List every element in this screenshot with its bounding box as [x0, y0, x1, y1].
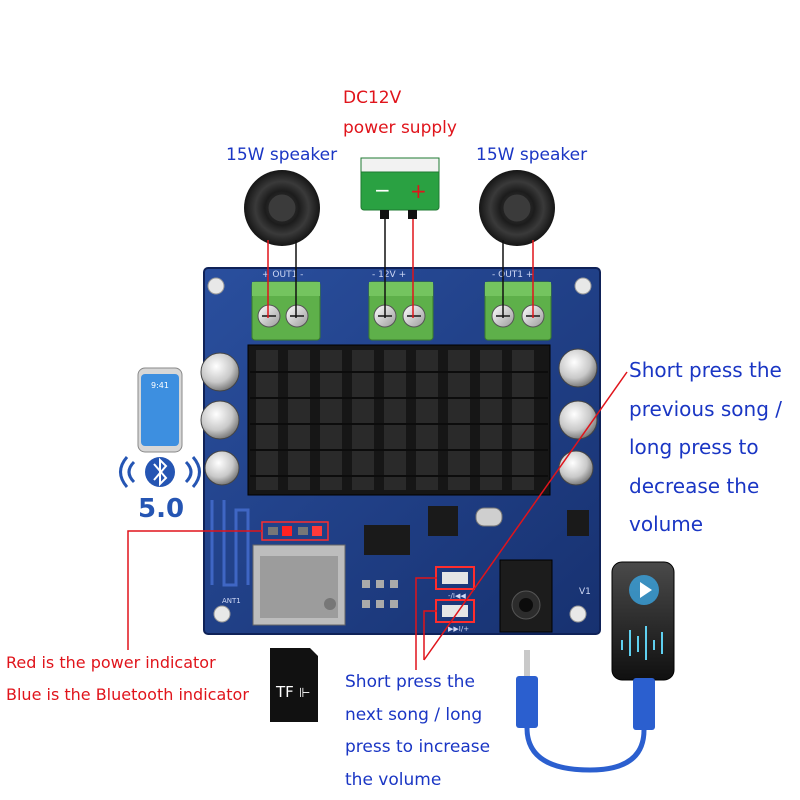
music-player	[611, 561, 675, 681]
caption-line: previous song /	[629, 396, 782, 421]
silk-out-left: + OUT1 -	[262, 270, 303, 280]
mounting-hole	[207, 277, 225, 295]
caption-line: Short press the	[345, 672, 475, 692]
caption-line: volume	[629, 512, 704, 536]
phone-time: 9:41	[151, 381, 169, 390]
heatsink-fin	[384, 350, 406, 490]
caption-line: next song / long	[345, 704, 483, 725]
silk-out-right: - OUT1 +	[492, 270, 533, 280]
heatsink-fin	[288, 350, 310, 490]
blue-indicator-caption: Blue is the Bluetooth indicator	[6, 685, 249, 704]
caption-line: Short press the	[629, 358, 782, 382]
heatsink-fin	[352, 350, 374, 490]
capacitors-right	[558, 348, 598, 486]
heatsink-fin	[480, 350, 502, 490]
heatsink-fin	[416, 350, 438, 490]
amplifier-board: + OUT1 - - 12V + - OUT1 +	[200, 267, 601, 635]
callout-lines	[127, 371, 628, 670]
antenna-trace	[210, 500, 250, 587]
speaker-right-label: 15W speaker	[476, 145, 588, 165]
tf-card-label: TF	[275, 683, 294, 701]
tf-card-slot	[252, 544, 346, 626]
chips	[362, 506, 589, 608]
silk-ant: ANT1	[222, 597, 241, 605]
caption-line: long press to	[629, 435, 759, 459]
bluetooth-icon	[119, 456, 201, 488]
speaker-left-label: 15W speaker	[226, 145, 338, 165]
heatsink-fin	[512, 350, 534, 490]
terminal-block-right	[484, 281, 552, 341]
heatsink-fin	[256, 350, 278, 490]
phone-illustration: 9:41	[137, 367, 183, 453]
audio-jack	[499, 559, 553, 633]
speaker-left	[244, 170, 320, 246]
battery-plus: +	[410, 179, 427, 203]
red-indicator-caption: Red is the power indicator	[6, 653, 216, 672]
mounting-hole	[569, 605, 587, 623]
caption-line: decrease the	[629, 473, 760, 498]
next-button-caption: Short press the next song / long press t…	[345, 666, 515, 796]
audio-cable	[516, 650, 655, 773]
power-supply-title: DC12V	[343, 88, 402, 108]
mounting-hole	[213, 605, 231, 623]
svg-text:⊩: ⊩	[299, 686, 310, 701]
terminal-block-power	[368, 281, 434, 341]
silk-btn-next: ▶▶I/+	[448, 625, 469, 633]
caption-line: press to increase	[345, 737, 491, 757]
heatsink-fin	[448, 350, 470, 490]
battery: − +	[360, 157, 440, 219]
prev-button-caption: Short press the previous song / long pre…	[629, 351, 799, 544]
bt-version: 5.0	[138, 494, 184, 524]
heatsink-fin	[320, 350, 342, 490]
battery-minus: −	[374, 178, 391, 202]
tf-card-icon: TF ⊩	[270, 648, 318, 722]
power-supply-subtitle: power supply	[343, 118, 457, 138]
wires	[267, 219, 534, 318]
caption-line: the volume	[345, 769, 442, 790]
mounting-hole	[574, 277, 592, 295]
terminal-block-left	[251, 281, 321, 341]
silk-12v: - 12V +	[372, 270, 406, 280]
silk-v1: V1	[579, 587, 591, 597]
capacitors-left	[200, 352, 240, 486]
speaker-right	[479, 170, 555, 246]
heatsink	[247, 344, 551, 496]
silk-btn-prev: -/I◀◀	[448, 592, 466, 600]
